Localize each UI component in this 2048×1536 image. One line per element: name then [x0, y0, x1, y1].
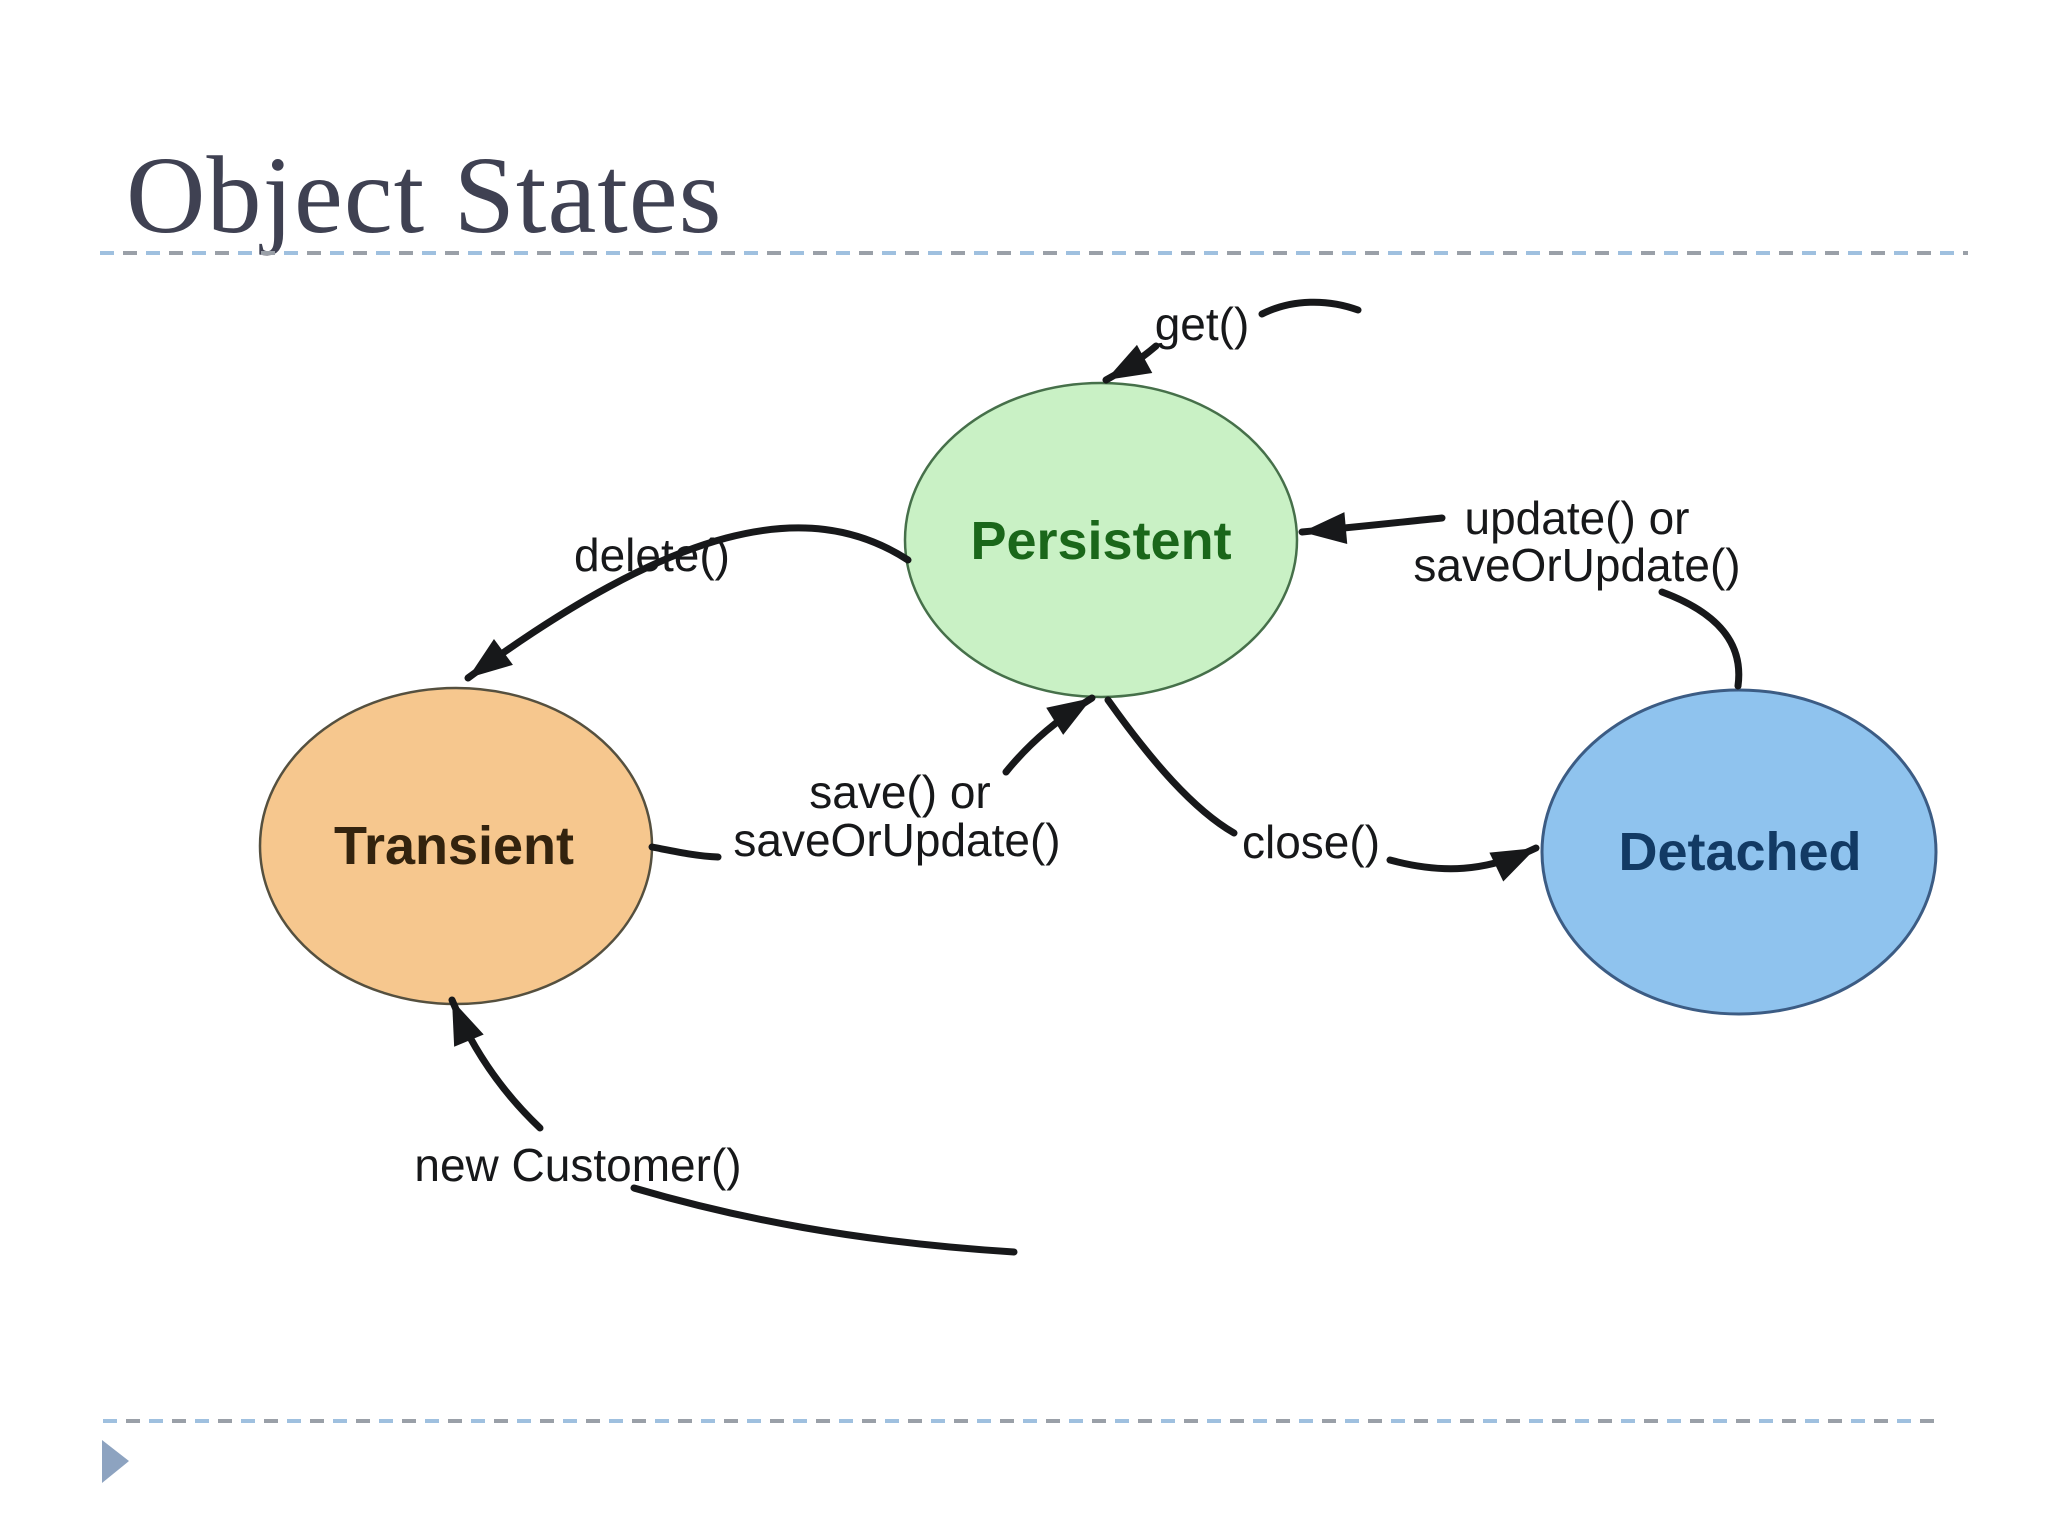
title-divider-dashed-line — [100, 251, 1968, 255]
transition-close-label: close() — [1242, 816, 1380, 868]
transition-save-arrow — [1002, 694, 1096, 776]
state-persistent — [903, 381, 1299, 699]
state-detached — [1540, 688, 1938, 1016]
transition-update-curve — [1658, 588, 1743, 690]
transition-update-arrow — [1298, 512, 1446, 545]
transition-new-customer-label: new Customer() — [414, 1139, 741, 1191]
slide-footer-triangle-icon — [102, 1440, 129, 1483]
transition-save-label-line1: save() or — [809, 766, 990, 818]
transition-delete-arrow — [464, 524, 912, 682]
transition-save-label-line2: saveOrUpdate() — [733, 814, 1060, 866]
footer-divider-dashed-line — [103, 1419, 1935, 1423]
page-title: Object States — [126, 134, 723, 256]
state-transient-label: Transient — [334, 816, 574, 876]
state-detached-label: Detached — [1618, 822, 1861, 882]
transition-new-customer-arrow — [448, 996, 544, 1132]
transition-update-label-line2: saveOrUpdate() — [1413, 539, 1740, 591]
state-persistent-label: Persistent — [970, 511, 1231, 571]
transition-save-connector-line — [648, 843, 722, 861]
transition-get-arrow — [1102, 342, 1160, 384]
transition-delete-label: delete() — [574, 529, 730, 581]
transition-update-label-line1: update() or — [1464, 492, 1689, 544]
transition-close-arrow — [1386, 844, 1540, 882]
transition-close-curve — [1104, 696, 1238, 837]
transition-get-label: get() — [1155, 298, 1250, 350]
transition-new-customer-tail-line — [630, 1184, 1018, 1256]
transition-get-tail-line — [1258, 298, 1362, 318]
